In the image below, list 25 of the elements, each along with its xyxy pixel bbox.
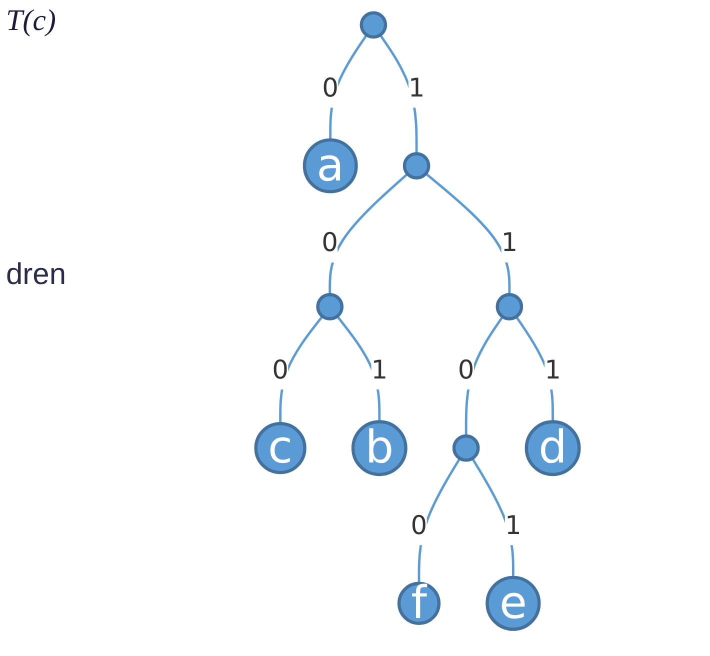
edge-label: 0 [410,510,428,540]
node-circle [316,293,344,320]
formula-text: T(c) [6,4,57,38]
slide-text: dren [6,258,68,292]
node-circle: c [254,422,306,474]
node-circle: e [486,576,541,631]
edge-label: 1 [501,227,518,258]
node-circle [360,11,388,39]
node-circle: d [524,420,581,476]
node-circle: a [302,138,358,194]
edge-label: 0 [272,354,289,385]
node-circle [496,293,524,320]
edge-label: 1 [504,510,522,540]
edge-label: 0 [322,227,338,258]
node-circle [452,434,480,462]
edge-label: 0 [458,354,474,385]
connector [425,172,511,295]
connector [328,172,408,295]
edge-label: 1 [371,354,388,385]
node-circle: f [397,582,441,625]
node-circle: b [351,420,408,476]
node-circle [402,152,430,180]
edge-label: 1 [408,72,425,103]
edge-label: 0 [322,72,339,103]
edge-label: 1 [544,354,561,385]
